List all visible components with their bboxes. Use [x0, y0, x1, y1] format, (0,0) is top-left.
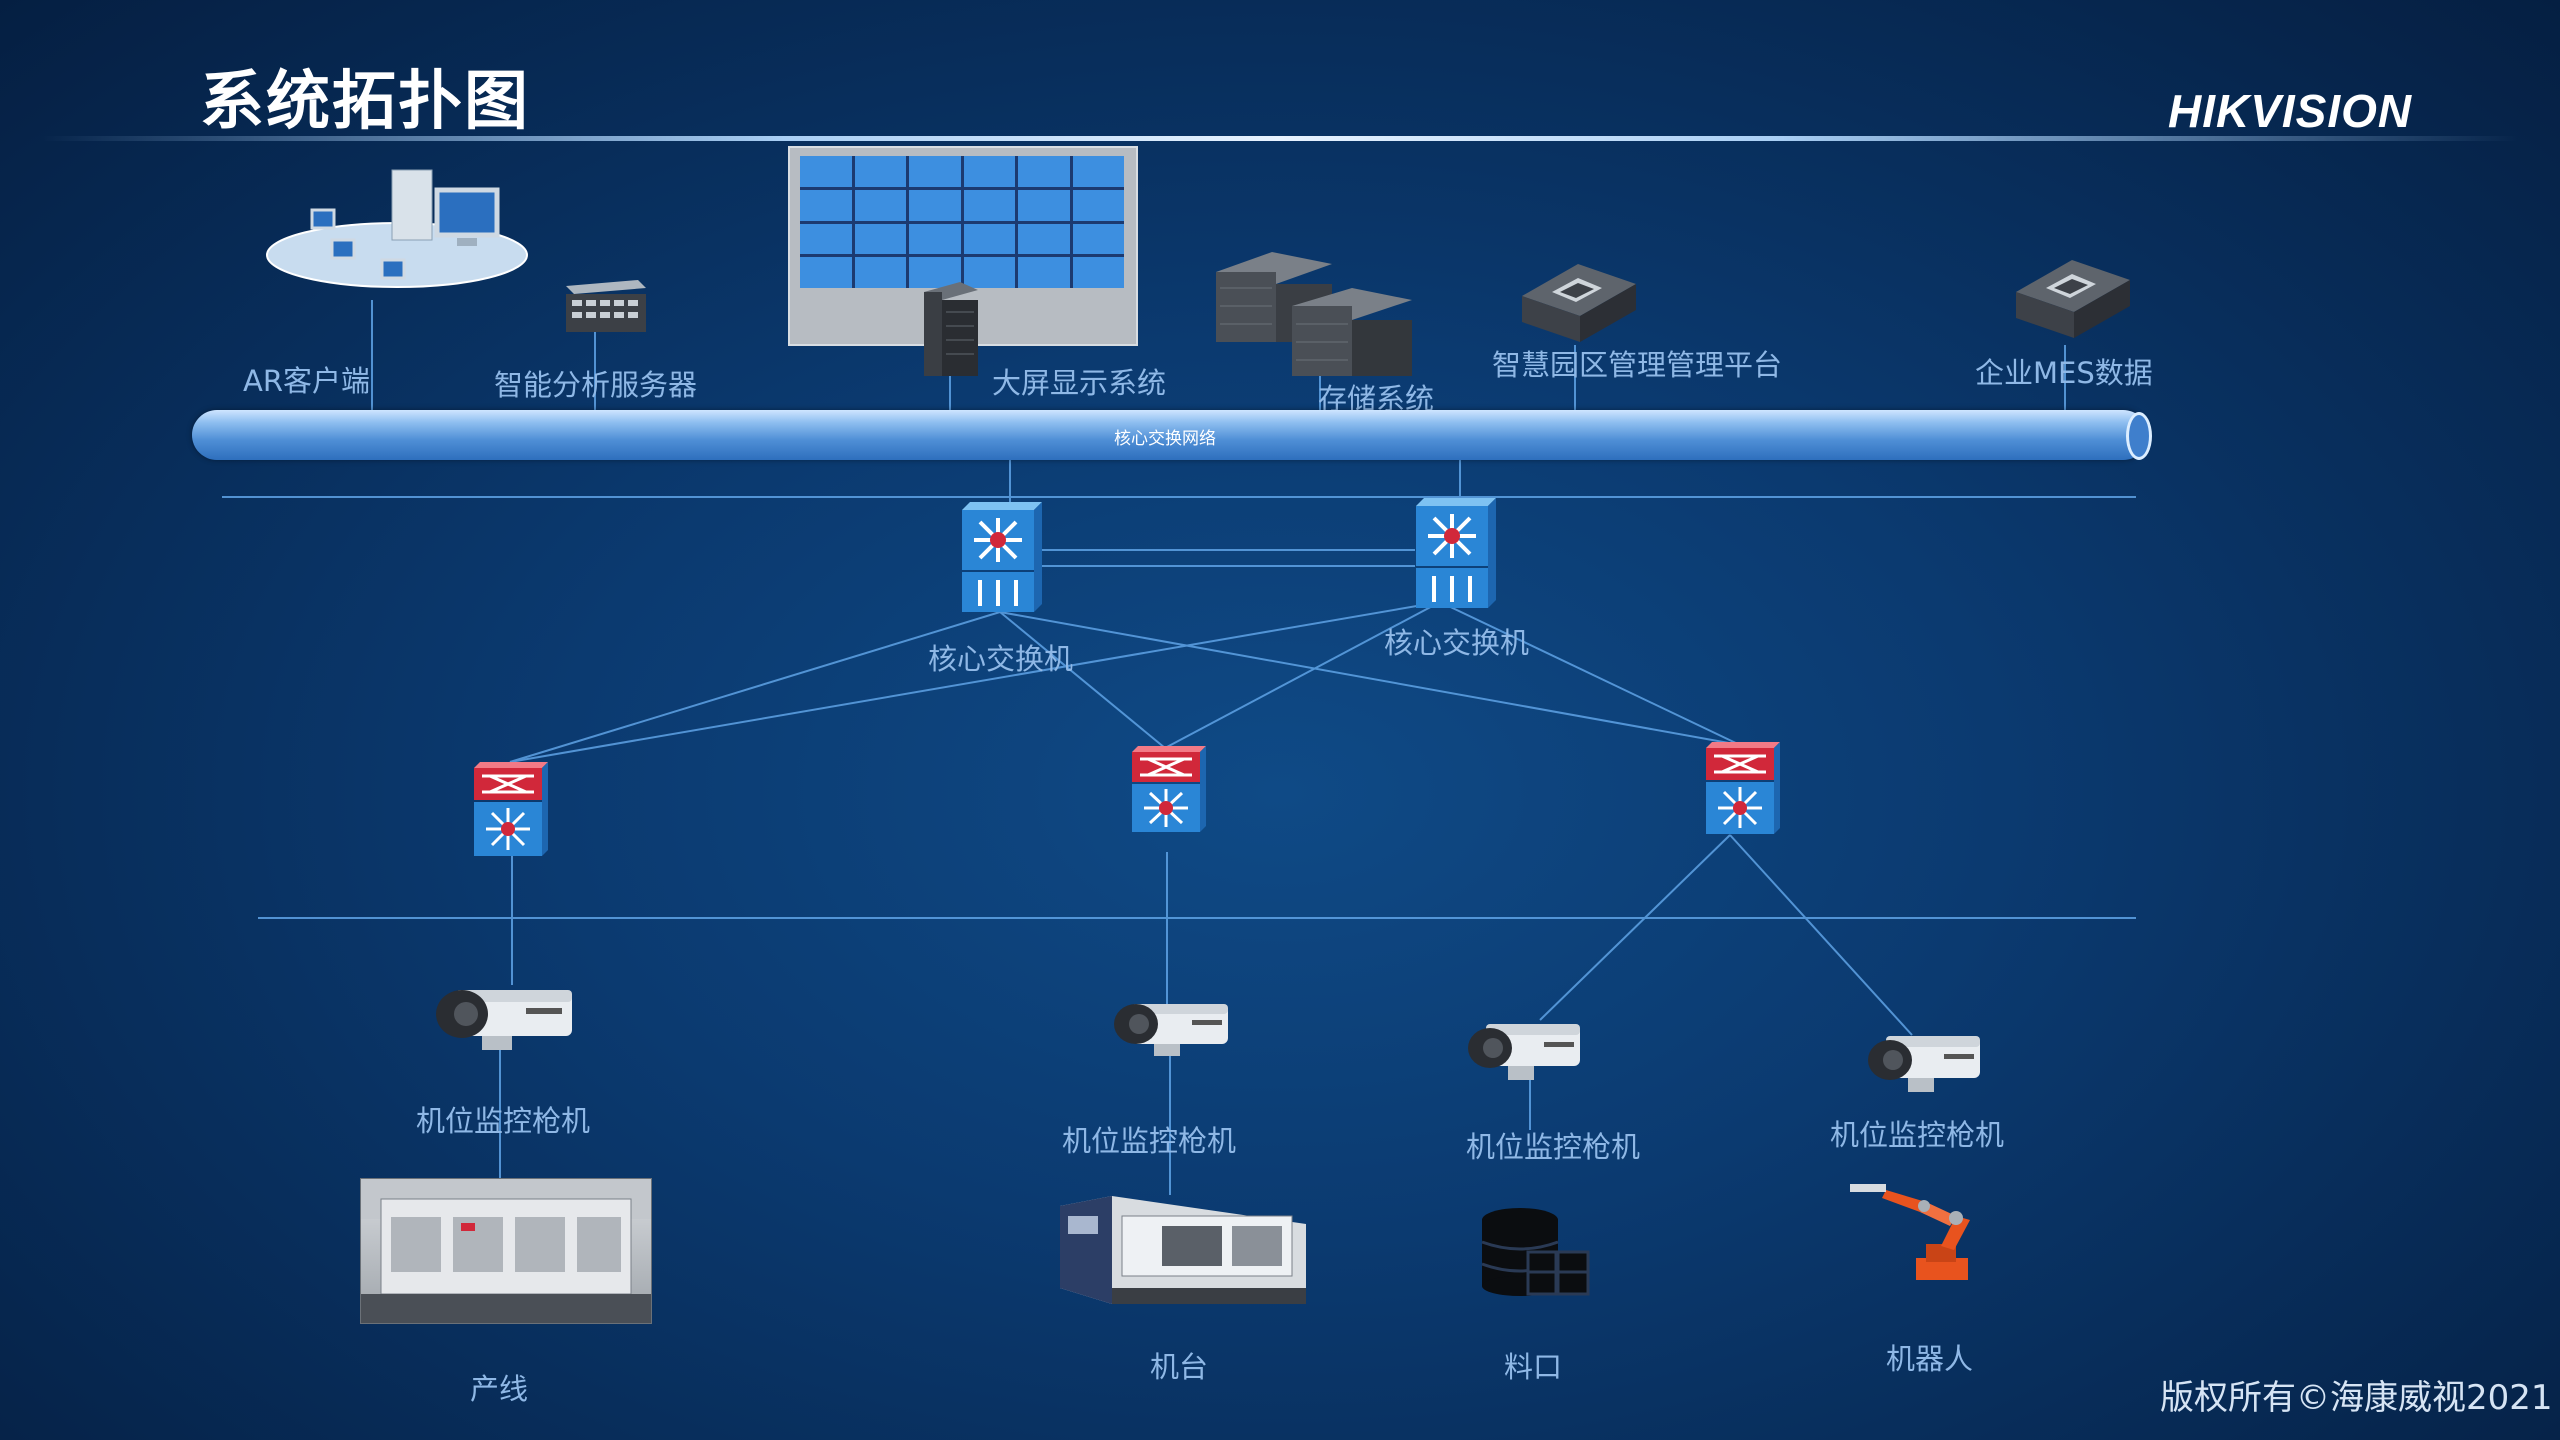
brand-logo: HIKVISION	[2168, 85, 2413, 137]
access-switch-1-icon	[474, 762, 548, 856]
bullet-camera-3-icon	[1462, 1018, 1582, 1084]
cnc-machine-image	[1052, 1196, 1306, 1304]
access-switch-2-icon	[1132, 746, 1206, 832]
production-line-image	[360, 1178, 652, 1324]
ar-client-icon	[262, 160, 532, 290]
production-line-label: 产线	[470, 1372, 529, 1406]
server-icon	[558, 276, 648, 336]
copyright-text: 版权所有©海康威视2021	[2160, 1378, 2553, 1418]
machine-label: 机台	[1150, 1350, 1209, 1384]
camera-1-label: 机位监控枪机	[416, 1104, 591, 1138]
robot-label: 机器人	[1886, 1342, 1974, 1376]
core-switch-left-label: 核心交换机	[928, 642, 1074, 676]
analysis-server-label: 智能分析服务器	[494, 368, 698, 402]
backbone-label: 核心交换网络	[1114, 429, 1216, 449]
robot-arm-icon	[1846, 1180, 1986, 1284]
platform-icon	[1518, 254, 1638, 344]
mes-icon	[2012, 250, 2132, 340]
backbone-end-cap	[2126, 412, 2152, 460]
core-switch-left-icon	[962, 502, 1042, 612]
bullet-camera-1-icon	[426, 984, 574, 1052]
camera-4-label: 机位监控枪机	[1830, 1118, 2005, 1152]
camera-2-label: 机位监控枪机	[1062, 1124, 1237, 1158]
access-switch-3-icon	[1706, 742, 1780, 834]
bullet-camera-2-icon	[1106, 998, 1230, 1058]
storage-icon	[1212, 248, 1416, 378]
bullet-camera-4-icon	[1862, 1030, 1982, 1094]
display-system-label: 大屏显示系统	[992, 366, 1167, 400]
ar-client-label: AR客户端	[243, 364, 370, 398]
mes-data-label: 企业MES数据	[1975, 356, 2153, 390]
page-title: 系统拓扑图	[200, 65, 530, 139]
material-port-label: 料口	[1504, 1350, 1563, 1384]
camera-3-label: 机位监控枪机	[1466, 1130, 1641, 1164]
video-wall-icon	[788, 146, 1138, 346]
park-platform-label: 智慧园区管理管理平台	[1492, 348, 1783, 382]
core-switch-right-label: 核心交换机	[1384, 626, 1530, 660]
core-network-backbone	[192, 410, 2148, 460]
core-switch-right-icon	[1416, 498, 1496, 608]
header-divider	[40, 136, 2520, 141]
database-icon	[1480, 1208, 1590, 1296]
tower-server-icon	[920, 278, 980, 378]
